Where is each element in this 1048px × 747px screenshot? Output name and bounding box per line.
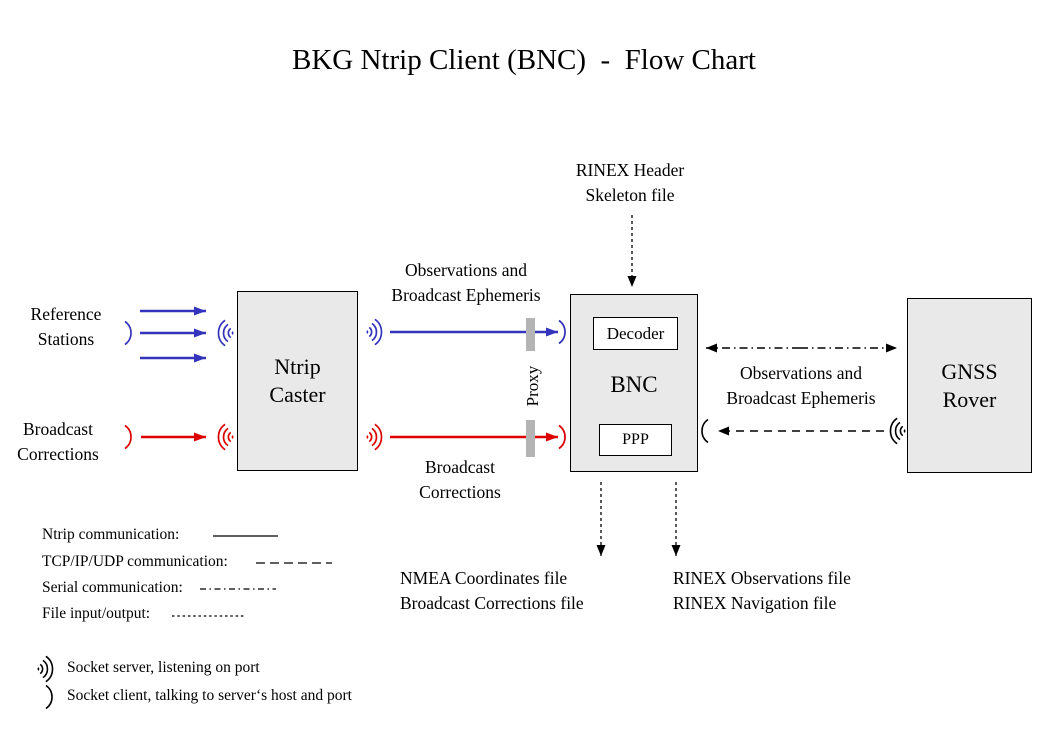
decoder-box: Decoder xyxy=(593,317,678,350)
socket-server-legend: Socket server, listening on port xyxy=(67,659,260,676)
observations-ephemeris-left-label: Observations and Broadcast Ephemeris xyxy=(391,260,541,305)
broadcast-corrections-stream-label: Broadcast Corrections xyxy=(419,457,501,502)
socket-client-icon xyxy=(45,684,53,710)
page-title: BKG Ntrip Client (BNC) - Flow Chart xyxy=(292,44,756,76)
socket-server-icon xyxy=(217,423,234,451)
socket-client-icon xyxy=(558,319,566,345)
socket-server-icon xyxy=(889,417,906,445)
socket-server-icon xyxy=(37,655,54,683)
legend-item-file-io: File input/output: xyxy=(42,605,151,622)
ppp-box: PPP xyxy=(599,424,672,456)
broadcast-corrections-input-label: Broadcast Corrections xyxy=(17,419,99,464)
legend-item-serial: Serial communication: xyxy=(42,579,183,596)
socket-server-icon xyxy=(366,423,383,451)
gnss-rover-node: GNSS Rover xyxy=(907,298,1032,473)
proxy-bar-top xyxy=(526,318,535,351)
socket-client-legend: Socket client, talking to server‘s host … xyxy=(67,687,352,704)
socket-client-icon xyxy=(558,424,566,450)
socket-client-icon xyxy=(124,424,132,450)
bnc-label: BNC xyxy=(610,372,658,397)
reference-stations-arrows xyxy=(140,306,206,363)
legend-item-ntrip: Ntrip communication: xyxy=(42,526,180,543)
socket-client-icon xyxy=(701,418,709,444)
nmea-outputs-label: NMEA Coordinates file Broadcast Correcti… xyxy=(400,568,584,613)
socket-server-icon xyxy=(366,318,383,346)
ntrip-caster-node: Ntrip Caster xyxy=(237,291,358,471)
rinex-skeleton-label: RINEX Header Skeleton file xyxy=(575,160,685,205)
socket-server-icon xyxy=(217,319,234,347)
proxy-label: Proxy xyxy=(523,365,542,407)
rinex-outputs-label: RINEX Observations file RINEX Navigation… xyxy=(673,568,851,613)
reference-stations-label: Reference Stations xyxy=(30,304,102,349)
proxy-bar-bottom xyxy=(526,420,535,457)
observations-ephemeris-right-label: Observations and Broadcast Ephemeris xyxy=(726,363,876,408)
legend-item-tcp: TCP/IP/UDP communication: xyxy=(42,553,228,570)
bnc-node: Decoder BNC PPP xyxy=(570,294,698,472)
